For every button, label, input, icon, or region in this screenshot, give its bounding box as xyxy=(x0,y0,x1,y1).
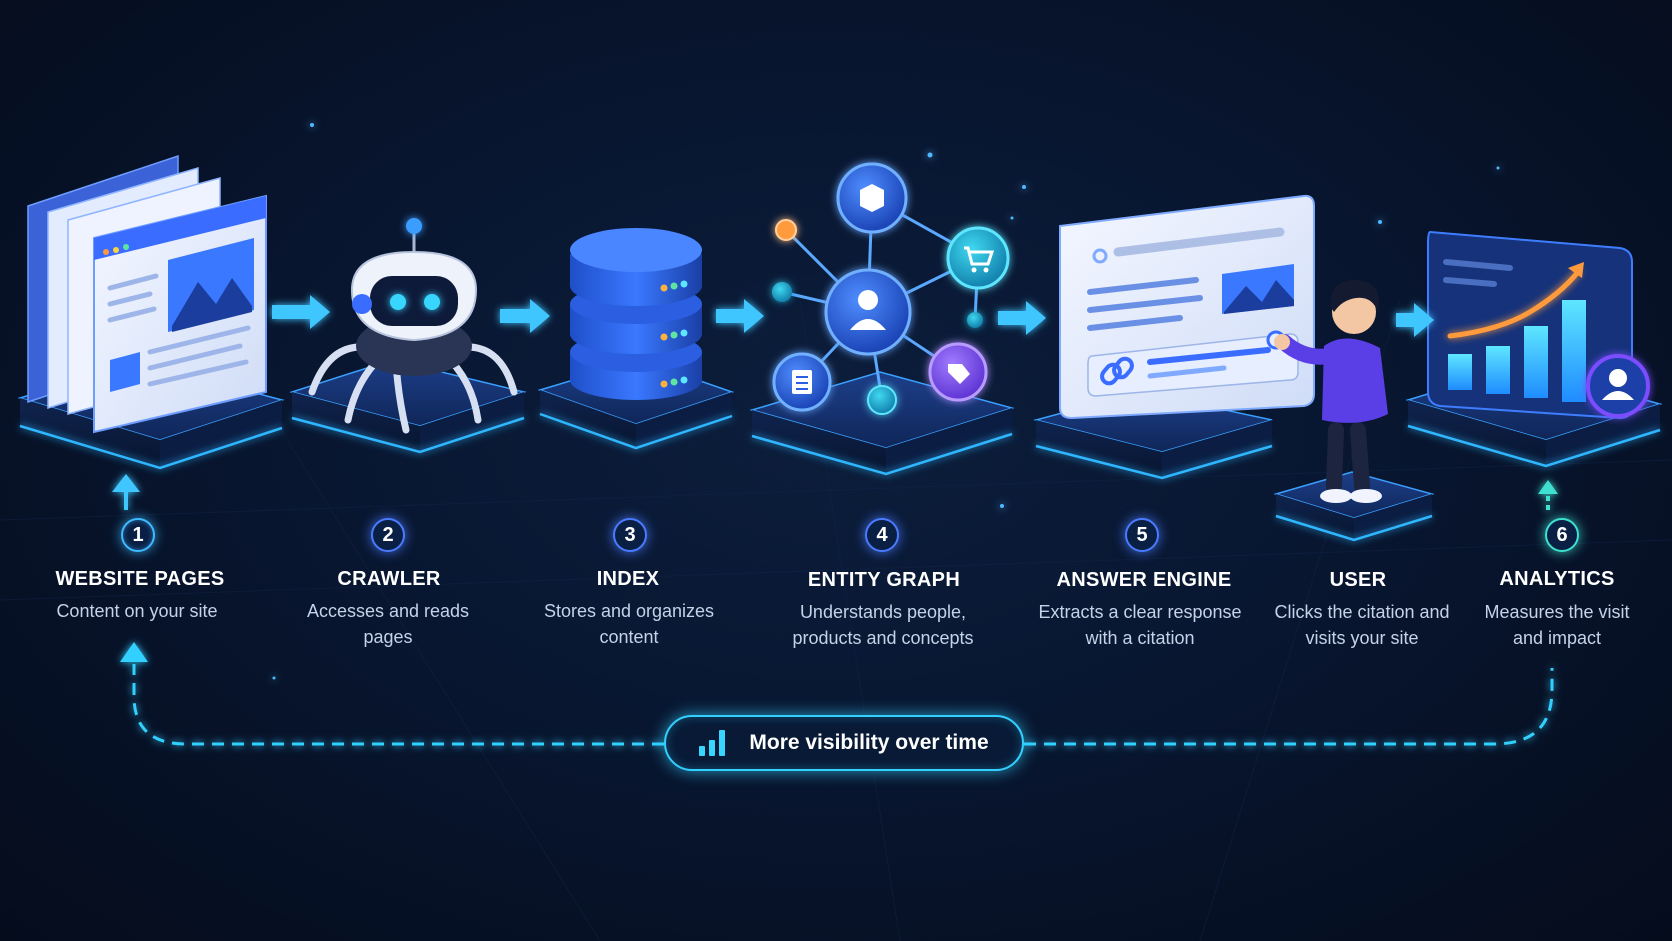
step-user-title: USER xyxy=(1329,569,1387,591)
step-5-number-badge: 5 xyxy=(1125,518,1159,552)
step-2-number-badge: 2 xyxy=(371,518,405,552)
visibility-loop-pill: More visibility over time xyxy=(664,715,1024,771)
flow-arrows xyxy=(272,295,1434,337)
analytics-bars xyxy=(1448,300,1586,402)
answer-card-icon xyxy=(1059,194,1315,420)
sparkle-dots xyxy=(272,123,1500,680)
step-4-number-badge: 4 xyxy=(865,518,899,552)
step-user-description: Clicks the citation and visits your site xyxy=(1274,602,1450,648)
step-2-title: CRAWLER xyxy=(337,568,441,590)
step-5-title: ANSWER ENGINE xyxy=(1056,569,1232,591)
step-1-title: WEBSITE PAGES xyxy=(55,568,225,590)
step-6-number-badge: 6 xyxy=(1545,518,1579,552)
step-5-description: Extracts a clear response with a citatio… xyxy=(1038,602,1242,648)
person-icon xyxy=(1274,280,1388,503)
up-arrows xyxy=(112,474,1558,510)
step-2-description: Accesses and reads pages xyxy=(306,601,470,647)
step-1-description: Content on your site xyxy=(56,601,218,621)
step-6-description: Measures the visit and impact xyxy=(1484,602,1630,648)
step-3-title: INDEX xyxy=(596,568,660,590)
step-4-description: Understands people, products and concept… xyxy=(792,602,974,648)
growth-chart-icon xyxy=(1427,230,1650,420)
bar-chart-icon xyxy=(699,730,731,756)
spider-robot-icon xyxy=(308,218,518,434)
step-1-number-badge: 1 xyxy=(121,518,155,552)
database-icon xyxy=(570,228,702,400)
step-3-description: Stores and organizes content xyxy=(543,601,715,647)
visibility-loop-label: More visibility over time xyxy=(749,731,989,754)
platform-2 xyxy=(289,359,527,454)
step-3-number-badge: 3 xyxy=(613,518,647,552)
feedback-loop xyxy=(132,664,1554,746)
step-6-title: ANALYTICS xyxy=(1499,568,1615,590)
entity-network-icon xyxy=(772,162,1010,415)
loop-arrowhead xyxy=(120,642,148,662)
step-4-title: ENTITY GRAPH xyxy=(807,569,961,591)
browser-pages-icon xyxy=(27,154,267,434)
